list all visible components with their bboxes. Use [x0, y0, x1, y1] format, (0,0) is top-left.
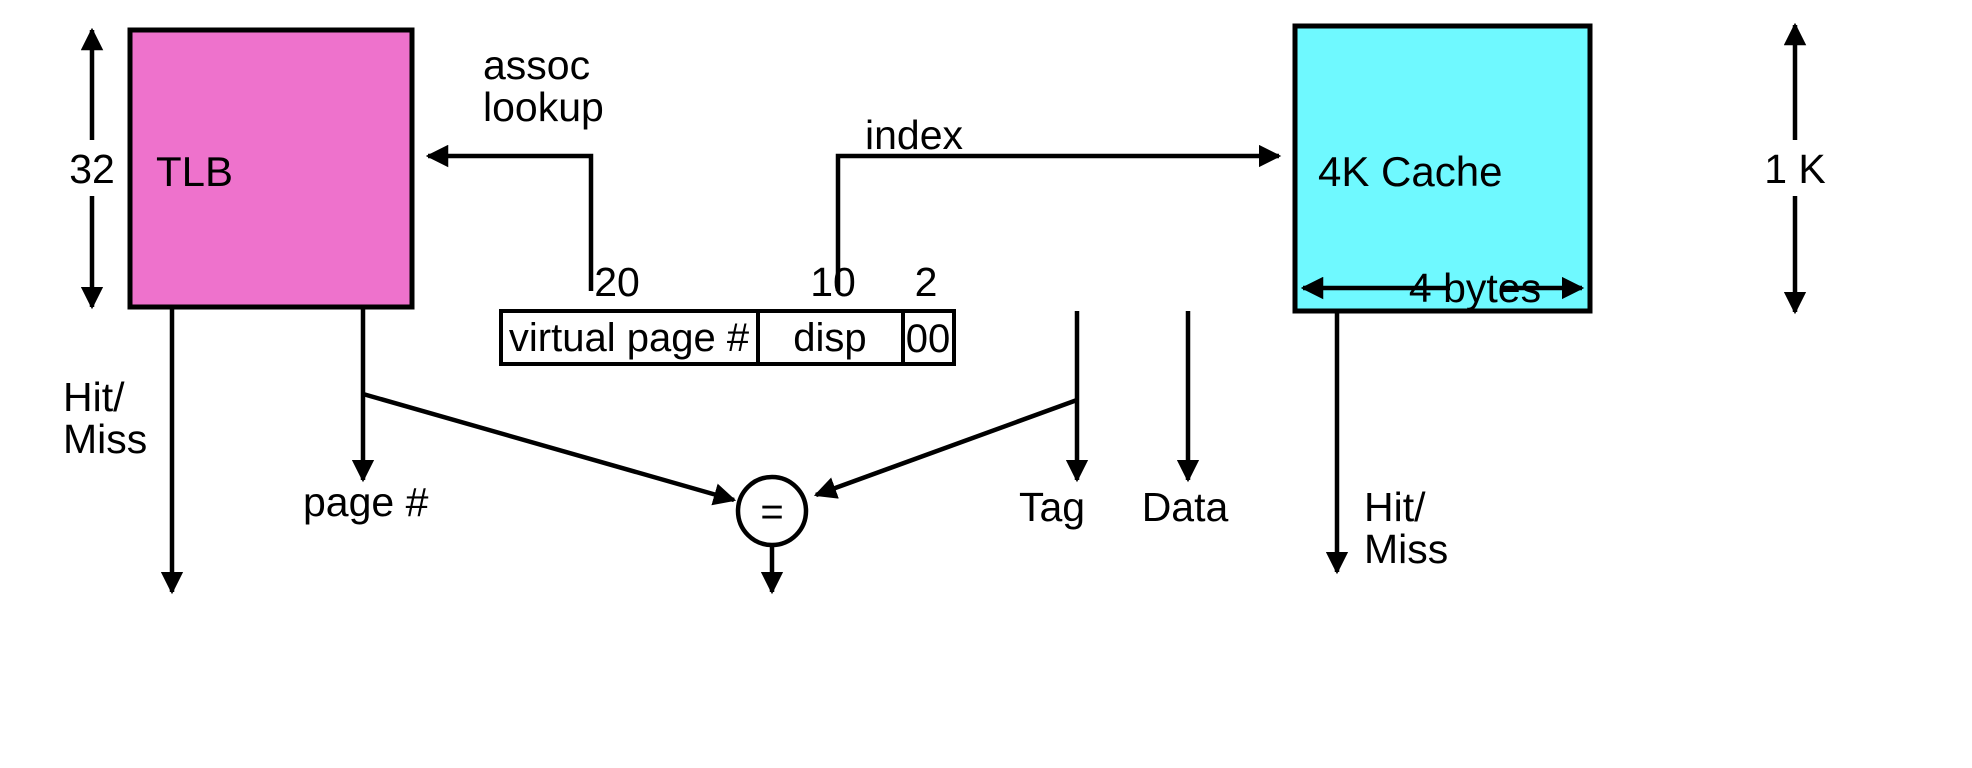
comparator-label: = [760, 490, 783, 534]
bits-byte-offset: 2 [915, 259, 938, 305]
cache-block[interactable] [1292, 23, 1593, 314]
tlb-hit-miss-label-line1: Hit/ [63, 374, 125, 420]
cache-tag-output: Tag [1019, 311, 1089, 530]
cache-width-label: 4 bytes [1409, 265, 1541, 311]
tlb-page-number-label: page # [303, 479, 429, 525]
field-byte-offset-label: 00 [906, 317, 951, 361]
tlb-page-number-output: page # [303, 307, 429, 525]
virtual-address-field[interactable]: virtual page # disp 00 [499, 309, 956, 366]
tlb-block[interactable] [127, 27, 415, 310]
cache-block-label: 4K Cache [1318, 148, 1502, 195]
cache-hit-miss-label-line1: Hit/ [1364, 484, 1426, 530]
index-edge: index [835, 112, 1282, 291]
equality-comparator[interactable]: = [735, 474, 809, 595]
tlb-block-label: TLB [156, 148, 233, 195]
field-displacement-label: disp [793, 316, 866, 360]
cache-data-output: Data [1142, 311, 1229, 530]
index-arrow [835, 144, 1282, 291]
address-field-bit-widths: 20 10 2 [594, 259, 937, 305]
bits-virtual-page-number: 20 [594, 259, 640, 305]
field-byte-offset[interactable] [901, 309, 956, 366]
assoc-lookup-edge: assoc lookup [425, 42, 604, 291]
bits-displacement: 10 [810, 259, 856, 305]
assoc-lookup-label-line1: assoc [483, 42, 590, 88]
cache-hit-miss-label-line2: Miss [1364, 526, 1448, 572]
assoc-lookup-arrow [425, 144, 594, 291]
cache-width-dimension: 4 bytes [1300, 265, 1585, 311]
index-label: index [865, 112, 964, 158]
cache-height-label: 1 K [1764, 146, 1826, 192]
cache-tag-to-comparator-arrow [813, 397, 1078, 499]
assoc-lookup-label-line2: lookup [483, 84, 604, 130]
tlb-height-dimension: 32 [69, 27, 115, 310]
cache-height-dimension: 1 K [1764, 22, 1826, 315]
field-virtual-page-number-label: virtual page # [509, 316, 750, 360]
cache-data-label: Data [1142, 484, 1229, 530]
tlb-to-comparator-arrow [362, 391, 737, 506]
cache-hit-miss-output: Hit/ Miss [1325, 311, 1448, 575]
field-displacement[interactable] [756, 309, 905, 366]
tlb-hit-miss-output: Hit/ Miss [63, 307, 184, 595]
tlb-hit-miss-label-line2: Miss [63, 416, 147, 462]
cache-tag-label: Tag [1019, 484, 1085, 530]
tlb-height-label: 32 [69, 146, 115, 192]
